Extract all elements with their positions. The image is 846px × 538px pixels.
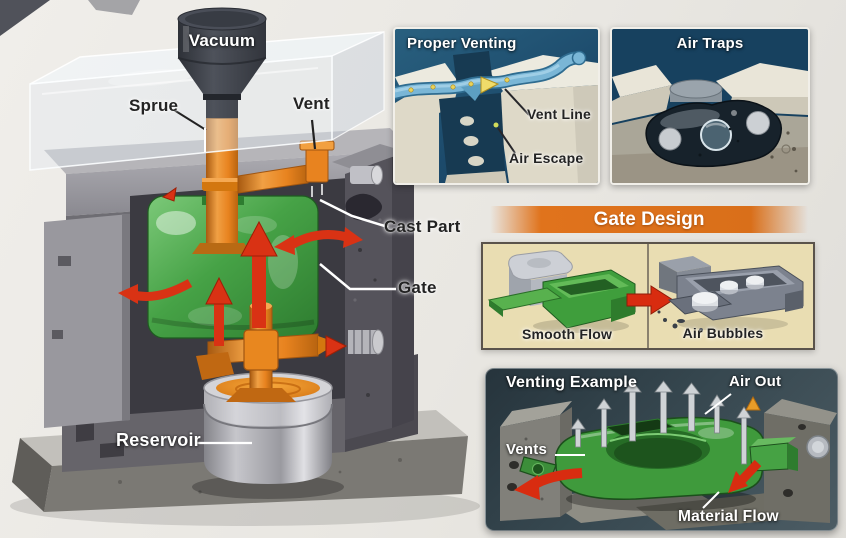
air-escape-holes [460, 116, 484, 166]
air-traps-title: Air Traps [676, 35, 744, 52]
cavity-shape [439, 93, 505, 175]
label-gate: Gate [398, 278, 437, 297]
air-bubble-hole [658, 127, 682, 151]
air-out-arrows [570, 380, 752, 465]
air-escape-dot [493, 122, 499, 128]
vent-flow-arrow-icon [480, 76, 500, 94]
air-bubbles-example [657, 256, 804, 334]
air-escape-pointer [497, 127, 516, 154]
air-trapped-casting [645, 99, 782, 168]
smooth-flow-example [487, 250, 636, 333]
label-vacuum: Vacuum [188, 31, 256, 50]
label-sprue: Sprue [129, 96, 179, 115]
gate-design-banner: Gate Design [490, 206, 808, 233]
gate-design-illustration [487, 244, 804, 348]
material-flow-arrows [514, 459, 762, 500]
vent-hole [532, 463, 544, 475]
comparison-arrow-icon [626, 285, 674, 315]
vacuum-casting-illustration [0, 0, 480, 526]
label-air-out: Air Out [729, 373, 782, 390]
label-cast-part: Cast Part [384, 217, 461, 236]
debris-specks [657, 310, 703, 334]
bubble-discs [692, 275, 764, 312]
mold-left-block [44, 214, 130, 428]
panel-proper-venting: Proper Venting Vent Line Air Escape [393, 27, 600, 185]
pointer-lines [555, 393, 732, 509]
vacuum-funnel [177, 7, 267, 118]
sprue-tube [192, 112, 252, 254]
small-orange-arrow-icon [745, 395, 761, 411]
pointer-lines [173, 109, 396, 445]
air-bubble-window [700, 119, 732, 151]
fill-direction-arrows [161, 186, 348, 358]
vent-runner [237, 140, 335, 197]
guide-pin-upper-icon [350, 165, 383, 185]
proper-venting-illustration [395, 50, 598, 183]
label-material-flow: Material Flow [678, 508, 779, 525]
label-air-bubbles: Air Bubbles [682, 325, 764, 341]
background-shape [88, 0, 140, 15]
gate-design-title: Gate Design [593, 208, 705, 230]
vent-line-pointer [504, 88, 530, 116]
panel-gate-design: Smooth Flow Air Bubbles [481, 242, 815, 350]
background-corner-shape [0, 0, 50, 36]
air-traps-illustration [612, 63, 808, 183]
panel-air-traps: Air Traps [610, 27, 810, 185]
venting-example-illustration [500, 380, 837, 530]
label-vent: Vent [293, 94, 330, 113]
label-air-escape: Air Escape [509, 150, 584, 166]
air-bubble-hole [746, 111, 770, 135]
label-vents: Vents [506, 441, 548, 458]
debris-specks [770, 131, 798, 173]
label-smooth-flow: Smooth Flow [521, 326, 613, 342]
lower-sprue-cross [196, 302, 338, 402]
label-vent-line: Vent Line [527, 106, 592, 122]
proper-venting-title: Proper Venting [407, 35, 517, 52]
panel-venting-example: Venting Example Air Out Vents Material F… [485, 368, 838, 531]
left-mold-block [500, 401, 572, 521]
label-reservoir: Reservoir [116, 430, 201, 450]
air-flow-dots [408, 77, 510, 93]
venting-example-title: Venting Example [506, 374, 638, 391]
material-flow-curved-arrows [118, 227, 363, 304]
knurled-knob-icon [348, 329, 384, 355]
